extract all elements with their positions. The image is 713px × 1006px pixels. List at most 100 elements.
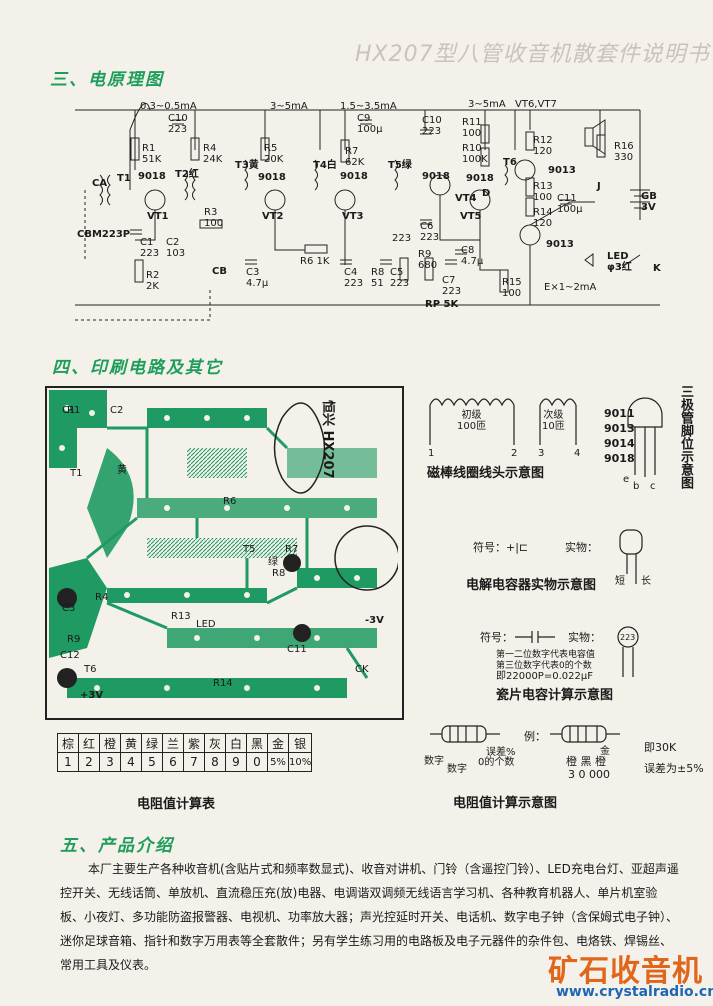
resistor-digit1-label: 数字 [424,756,444,767]
resistor-digit2-label: 数字 [447,764,467,775]
electrolytic-capacitor-icon [619,529,643,584]
digit-cell: 3 [99,752,121,772]
resistor-example-icon [550,725,620,743]
pcb-brand: 恒兴 HX207 [320,400,335,479]
digit-cell: 1 [57,752,79,772]
site-url: www.crystalradio.cn [556,984,713,1000]
digit-row: 1 2 3 4 5 6 7 8 9 0 5% 10% [57,752,313,772]
pcb-label-r8: R6 [223,496,237,507]
coil-pin-4: 4 [574,448,581,459]
transistor-9018-b: 9018 [258,172,286,183]
digit-cell: 2 [78,752,100,772]
digit-cell: 8 [204,752,226,772]
resistor-icon [430,725,500,743]
transistor-pin-e: e [623,474,630,485]
pcb-label-c2: C2 [110,405,124,416]
pcb-label-plus3v: +3V [80,690,104,701]
coil-pin-1: 1 [428,448,435,459]
transistor-9018-c: 9018 [340,171,368,182]
current-label-2: 3~5mA [270,101,308,112]
color-cell: 白 [225,733,247,753]
electrolytic-caption: 电解电容器实物示意图 [466,578,597,593]
current-label-3: 1.5~3.5mA [340,101,397,112]
pcb-label-r16: R14 [213,678,233,689]
color-row: 棕 红 橙 黄 绿 兰 紫 灰 白 黑 金 银 [57,733,313,753]
t6-label: T6 [503,157,517,168]
vt2-label: VT2 [262,211,284,222]
resistor-tolerance-label: 误差% [486,747,516,758]
t2-label: T2红 [175,169,199,180]
pcb-label-c11: C11 [287,644,307,655]
pcb-label-c3: C3 [62,603,76,614]
ceramic-note-2: 第三位数字代表0的个数 [496,661,592,671]
diode-d-label: D [482,188,491,199]
digit-cell: 0 [246,752,268,772]
digit-cell: 5% [267,752,289,772]
color-cell: 绿 [141,733,163,753]
digit-cell: 6 [162,752,184,772]
coil-caption: 磁棒线圈线头示意图 [427,466,545,481]
coil-pin-3: 3 [538,448,545,459]
electrolytic-long-label: 长 [641,576,651,587]
digit-cell: 9 [225,752,247,772]
t3-label: T3黄 [235,160,259,171]
color-cell: 红 [78,733,100,753]
ca-label: CA [92,178,108,189]
pcb-label-r1: R1 [67,405,81,416]
rp-label: RP 5K [425,299,459,310]
pcb-label-r11: R9 [67,634,81,645]
site-logo: 矿石收音机 [548,954,703,989]
resistor-example-values: 3 0 000 [568,768,610,781]
pcb-label-c1: C1 [62,405,76,416]
ceramic-note-3: 即22000P=0.022μF [496,671,593,682]
t1-label: T1 [117,173,131,184]
transistor-pin-b: b [633,481,640,492]
color-cell: 兰 [162,733,184,753]
pcb-label-r15: R13 [171,611,191,622]
coil-diagram [429,398,577,445]
vt5-label: VT5 [460,211,482,222]
transistor-9013-a: 9013 [548,165,576,176]
transistor-type-9011: 9011 [604,407,635,420]
pcb-traces [49,390,398,698]
ceramic-symbol-label: 符号： [480,631,513,644]
current-label-1: 0.3~0.5mA [140,101,197,112]
cbm-label: CBM223P [77,229,131,240]
switch-k-label: K [653,263,661,274]
digit-cell: 10% [287,752,313,772]
electrolytic-symbol-label: 符号：+|⊏ [473,541,529,554]
resistor-zeros-label: 0的个数 [478,757,515,768]
transistor-pinout-icon [627,397,663,477]
resistor-result: 即30K [644,741,677,754]
jack-j-label: J [597,181,601,192]
schematic-section-title: 三、电原理图 [50,70,164,90]
ceramic-note-1: 第一二位数字代表电容值 [496,650,596,660]
electrolytic-short-label: 短 [615,576,625,587]
transistor-9018-e: 9018 [466,173,494,184]
coil-pin-2: 2 [511,448,518,459]
pcb-label-r6: R4 [95,592,109,603]
transistor-type-9014: 9014 [604,437,635,450]
ceramic-real-label: 实物： [568,631,601,644]
document-header: HX207型八管收音机散套件说明书 [355,42,710,67]
color-cell: 黑 [246,733,268,753]
pcb-label-t5: T5 [243,544,256,555]
pcb-label-c12: C12 [60,650,80,661]
pcb-label-yellow: 黄 [117,465,127,476]
